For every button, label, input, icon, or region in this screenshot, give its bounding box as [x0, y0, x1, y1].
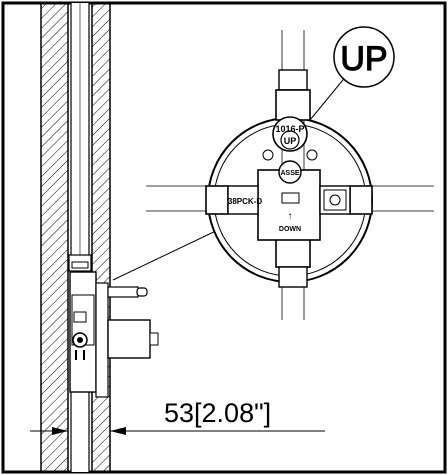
down-label: DOWN	[279, 226, 301, 233]
wall-section-right	[92, 3, 110, 472]
part-label: 1016-P	[275, 124, 304, 134]
assembly-label: ASSE	[280, 170, 299, 177]
direction-arrow: ↑	[288, 211, 293, 222]
up-callout-label: UP	[340, 40, 387, 78]
dimension-line	[30, 427, 325, 435]
valve-side-view	[68, 254, 159, 398]
dimension-label: 53[2.08"]	[164, 398, 271, 428]
valve-up-label: UP	[284, 136, 297, 146]
wall-section-left	[41, 3, 68, 472]
valve-detail-view	[146, 30, 434, 320]
cartridge-label: 38PCK-D	[228, 197, 262, 206]
up-callout-circle	[333, 26, 395, 88]
